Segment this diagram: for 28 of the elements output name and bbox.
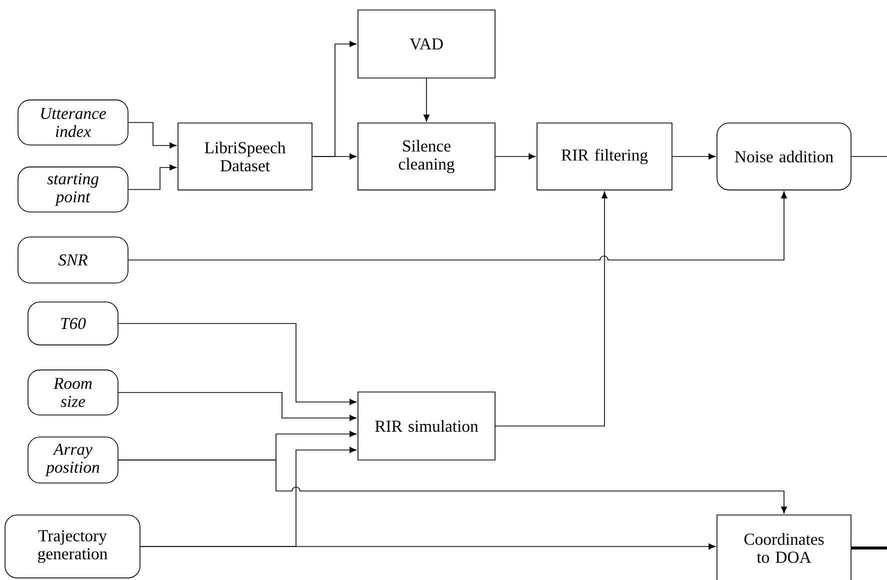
input-box: starting point bbox=[18, 166, 128, 212]
arrow bbox=[672, 154, 716, 160]
process-box: Noise addition bbox=[716, 122, 852, 190]
arrow bbox=[495, 191, 608, 426]
input-box: T60 bbox=[28, 302, 118, 346]
process-box: VAD bbox=[358, 10, 496, 78]
arrow bbox=[424, 78, 430, 122]
input-box: Trajectory generation bbox=[4, 514, 140, 578]
arrow bbox=[128, 122, 177, 148]
process-box: RIR filtering bbox=[536, 122, 672, 190]
input-box: Array position bbox=[28, 436, 118, 484]
process-box: LibriSpeech Dataset bbox=[178, 122, 312, 190]
connector-line bbox=[851, 156, 887, 157]
process-box: Coordinates to DOA bbox=[716, 514, 852, 580]
input-box: Room size bbox=[28, 370, 118, 416]
process-box: Silence cleaning bbox=[358, 122, 496, 190]
input-box: Utterance index bbox=[18, 100, 128, 146]
arrow bbox=[128, 164, 177, 190]
arrow bbox=[495, 154, 536, 160]
connector-line bbox=[851, 546, 887, 550]
arrow bbox=[312, 154, 356, 160]
input-box: SNR bbox=[18, 236, 128, 284]
arrow bbox=[118, 392, 356, 421]
process-box: RIR simulation bbox=[358, 392, 496, 460]
arrow bbox=[140, 544, 716, 550]
arrow bbox=[118, 460, 787, 514]
arrow bbox=[118, 323, 356, 405]
arrow bbox=[128, 191, 787, 260]
